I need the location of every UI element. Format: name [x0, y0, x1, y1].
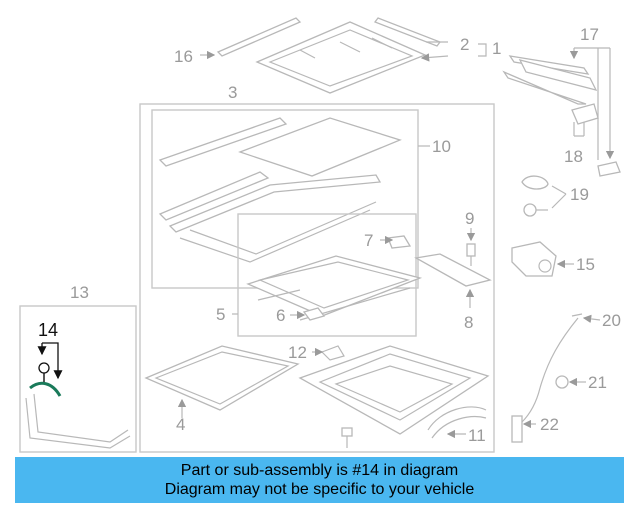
- bracket-8: [414, 253, 492, 287]
- shade-assembly-10: [151, 109, 419, 289]
- drain-hose-20: [521, 313, 583, 423]
- callout-9: 9: [465, 209, 474, 228]
- callout-16: 16: [174, 47, 193, 66]
- detail-box-13: [19, 305, 137, 453]
- glass-panel: [255, 21, 427, 94]
- motor-15: [511, 241, 557, 277]
- callout-2: 2: [460, 35, 469, 54]
- callout-18: 18: [564, 147, 583, 166]
- callout-12: 12: [288, 343, 307, 362]
- seal-strip-left: [216, 17, 302, 57]
- drain-nozzle-22: [511, 415, 523, 443]
- bolt-9: [466, 243, 476, 266]
- callout-22: 22: [540, 415, 559, 434]
- clip-12: [320, 345, 345, 361]
- callout-14: 14: [38, 320, 58, 340]
- grommets-19: [521, 175, 549, 217]
- callout-21: 21: [588, 373, 607, 392]
- callout-6: 6: [276, 306, 285, 325]
- leader-lines: [177, 41, 615, 439]
- callout-10: 10: [432, 137, 451, 156]
- callout-7: 7: [364, 231, 373, 250]
- frame-assembly-5: [237, 213, 423, 337]
- assembly-box: [139, 103, 495, 453]
- highlighted-part-14: [29, 342, 63, 397]
- screw-bottom: [341, 427, 353, 448]
- callout-3: 3: [228, 83, 237, 102]
- callout-11: 11: [468, 426, 486, 445]
- callout-17: 17: [580, 25, 599, 44]
- callout-8: 8: [464, 313, 473, 332]
- callout-1: 1: [492, 39, 501, 58]
- rail-set-17: [502, 55, 598, 105]
- guides-18: [571, 103, 621, 177]
- callout-20: 20: [602, 311, 621, 330]
- callout-5: 5: [216, 305, 225, 324]
- banner-line-2: Diagram may not be specific to your vehi…: [164, 481, 475, 498]
- clamp-21: [555, 375, 569, 389]
- callout-15: 15: [576, 255, 595, 274]
- callout-13: 13: [70, 283, 89, 302]
- seal-strip-top: [373, 17, 442, 47]
- housing-panel: [298, 345, 490, 435]
- callout-19: 19: [570, 185, 589, 204]
- drain-seal-4: [144, 345, 300, 411]
- banner-line-1: Part or sub-assembly is #14 in diagram: [180, 462, 459, 479]
- callout-4: 4: [176, 415, 185, 434]
- info-banner: Part or sub-assembly is #14 in diagram D…: [15, 457, 624, 503]
- drain-tube-detail: [25, 393, 131, 449]
- harness-11: [427, 406, 487, 439]
